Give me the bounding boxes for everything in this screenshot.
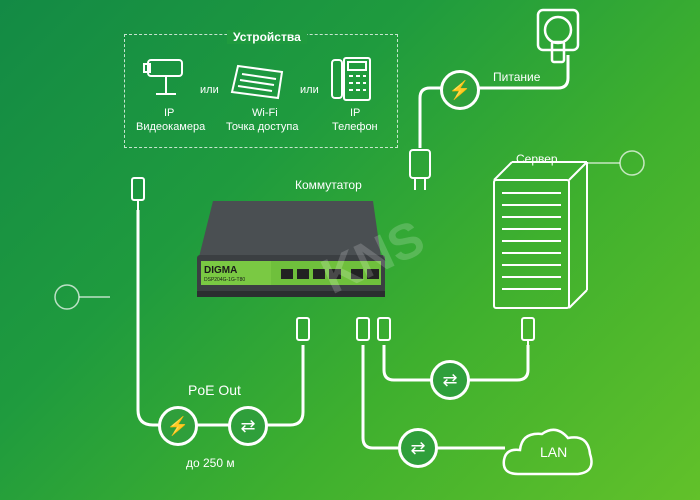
camera-label-line1: IP [164, 107, 175, 119]
ip-phone-icon [331, 57, 371, 101]
server-label: Сервер [516, 152, 558, 166]
lan-label: LAN [540, 444, 568, 460]
phone-label-line1: IP [350, 107, 361, 119]
power-circle: ⚡ [440, 70, 480, 110]
wall-socket [536, 8, 580, 64]
power-plug [409, 149, 431, 190]
switch-brand: DIGMA [204, 265, 238, 276]
or-label-2: или [300, 84, 319, 96]
poe-cable-left [136, 210, 305, 427]
rj45-connector-device [131, 177, 145, 212]
lan-data-circle: ⇄ [398, 428, 438, 468]
or-label-1: или [200, 84, 219, 96]
wifi-access-point-icon [230, 64, 284, 100]
ap-label-line2: Точка доступа [226, 121, 299, 133]
exchange-arrows-icon: ⇄ [240, 415, 256, 436]
server-rack [493, 161, 588, 309]
switch-label: Коммутатор [295, 178, 362, 192]
lan-cable [361, 345, 505, 450]
ip-camera-icon [143, 59, 183, 95]
exchange-arrows-icon: ⇄ [442, 369, 458, 390]
ap-label-line1: Wi-Fi [252, 107, 278, 119]
lightning-icon: ⚡ [448, 79, 472, 100]
poe-power-circle: ⚡ [158, 406, 198, 446]
lightning-icon: ⚡ [166, 415, 190, 436]
power-cable [418, 55, 570, 148]
devices-title: Устройства [227, 30, 307, 44]
camera-label-line2: Видеокамера [136, 121, 206, 133]
poe-data-circle: ⇄ [228, 406, 268, 446]
rj45-connectors-switch [296, 317, 391, 341]
network-switch [197, 201, 385, 297]
rj45-connector-server [521, 317, 535, 348]
poe-label: PoE Out [188, 382, 241, 398]
switch-model: DSP204G-1G-T80 [204, 277, 246, 283]
poe-distance: до 250 м [186, 456, 235, 470]
exchange-arrows-icon: ⇄ [410, 437, 426, 458]
power-label: Питание [493, 70, 541, 84]
watermark-marks [54, 150, 645, 310]
server-data-circle: ⇄ [430, 360, 470, 400]
lan-cloud-icon [502, 428, 593, 476]
phone-label-line2: Телефон [332, 121, 378, 133]
